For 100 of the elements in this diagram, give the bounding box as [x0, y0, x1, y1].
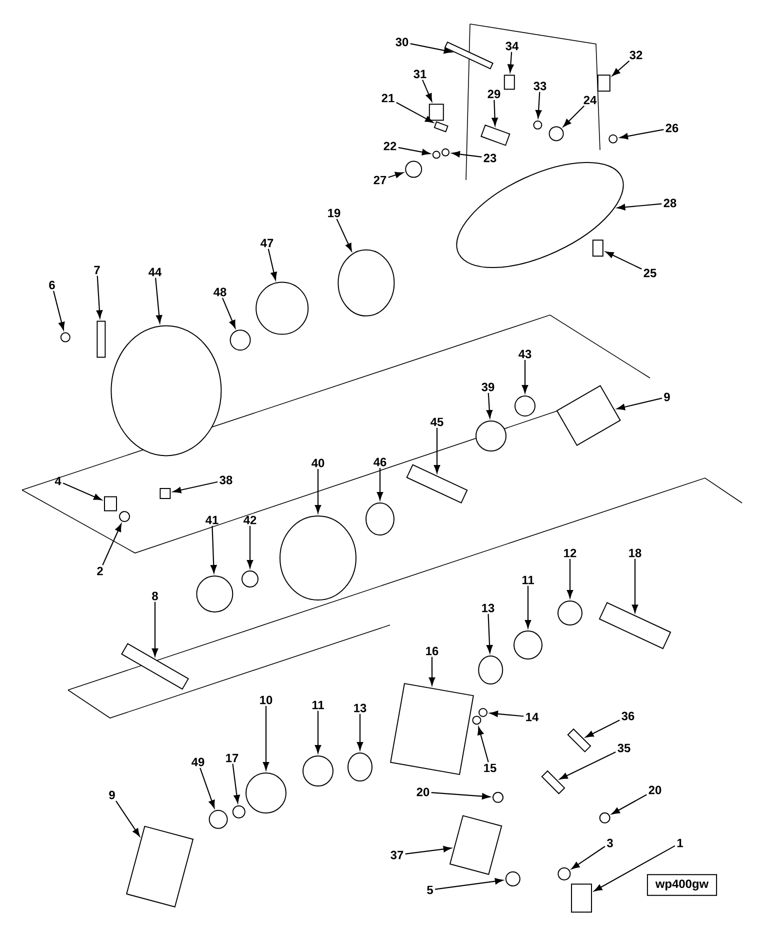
bracket-drawing: [104, 496, 117, 512]
callout-number: 10: [260, 696, 272, 704]
nut-drawing: [60, 332, 70, 342]
callout-number: 14: [526, 712, 539, 722]
shaft-drawing: [121, 643, 189, 690]
clip-drawing: [160, 488, 171, 499]
callout-number: 16: [426, 646, 438, 656]
leader-line: [617, 203, 662, 210]
leader-line: [314, 468, 322, 514]
callout-number: 9: [109, 790, 115, 800]
leader-line: [586, 720, 620, 738]
fitting-drawing: [472, 716, 482, 725]
leader-line: [314, 710, 322, 754]
ring-drawing: [514, 630, 542, 660]
callout-number: 28: [664, 198, 676, 208]
leader-line: [96, 276, 103, 318]
leader-line: [620, 129, 664, 140]
callout-number: 48: [214, 288, 226, 296]
leader-line: [571, 846, 606, 870]
ring-drawing: [514, 396, 536, 416]
leader-line: [524, 586, 532, 628]
callout-number: 15: [484, 764, 496, 772]
callout-number: 12: [564, 548, 576, 558]
leader-line: [396, 102, 434, 123]
fitting-drawing: [504, 74, 515, 90]
leader-line: [492, 100, 498, 126]
nut-drawing: [119, 511, 130, 522]
callout-number: 30: [396, 38, 408, 46]
callout-number: 40: [312, 458, 324, 468]
leader-line: [478, 726, 489, 762]
callout-number: 20: [416, 788, 430, 796]
callout-number: 18: [629, 548, 642, 558]
leader-line: [356, 714, 364, 750]
leader-line: [405, 846, 452, 854]
callout-number: 42: [244, 516, 256, 524]
gasket-drawing: [338, 249, 395, 316]
screw-drawing: [434, 121, 448, 132]
leader-line: [428, 656, 436, 686]
leader-line: [376, 468, 384, 500]
fitting-drawing: [478, 708, 488, 717]
ring-drawing: [302, 756, 334, 786]
washer-drawing: [599, 812, 610, 824]
callout-number: 39: [482, 382, 494, 392]
callout-number: 29: [488, 90, 500, 98]
leader-line: [336, 218, 352, 252]
leader-line: [612, 794, 647, 814]
ring-drawing: [242, 570, 258, 588]
snap-ring-drawing: [196, 576, 234, 612]
leader-line: [116, 800, 140, 837]
gear-drawing: [246, 772, 286, 814]
callout-number: 3: [606, 838, 613, 848]
callout-number: 1: [677, 838, 683, 848]
callout-number: 22: [384, 142, 396, 150]
leader-line: [246, 526, 254, 568]
callout-number: 11: [522, 576, 534, 584]
fitting-drawing: [428, 104, 444, 121]
leader-line: [173, 481, 218, 494]
leader-line: [452, 151, 482, 158]
callout-number: 23: [484, 154, 496, 162]
callout-number: 25: [644, 268, 656, 278]
washer-drawing: [232, 805, 246, 818]
callout-number: 7: [94, 266, 100, 274]
callout-number: 9: [664, 392, 670, 402]
leader-line: [200, 768, 215, 808]
leader-line: [486, 392, 493, 418]
callout-number: 34: [506, 42, 519, 50]
callout-number: 11: [312, 700, 324, 710]
washer-drawing: [505, 871, 520, 886]
leader-line: [62, 482, 102, 500]
leader-line: [52, 290, 65, 330]
o-ring-drawing: [533, 120, 542, 130]
leader-line: [398, 147, 430, 156]
callout-number: 38: [220, 476, 232, 484]
leader-line: [102, 524, 122, 566]
callout-number: 41: [206, 516, 218, 524]
bushing-drawing: [478, 656, 504, 684]
callout-number: 8: [152, 592, 158, 600]
plug-drawing: [608, 134, 618, 144]
plug-drawing: [405, 160, 422, 178]
callout-number: 35: [618, 744, 630, 752]
callout-number: 45: [430, 418, 444, 426]
drawing-number: wp400gw: [646, 874, 718, 896]
nut-drawing: [208, 810, 228, 829]
leader-line: [152, 602, 158, 657]
bearing-drawing: [476, 420, 506, 452]
elbow-drawing: [597, 74, 610, 92]
leader-line: [222, 298, 236, 328]
callout-number: 17: [226, 754, 238, 762]
callout-number: 5: [427, 886, 433, 894]
callout-number: 37: [390, 850, 404, 860]
callout-number: 47: [260, 238, 274, 248]
leader-line: [566, 558, 574, 598]
leader-line: [522, 360, 528, 394]
callout-number: 46: [374, 458, 386, 466]
leader-line: [486, 614, 493, 654]
callout-number: 21: [382, 94, 394, 102]
shaft-drawing: [406, 464, 468, 504]
callout-number: 43: [518, 350, 532, 358]
washer-drawing: [442, 148, 450, 156]
gasket-drawing: [556, 385, 621, 446]
